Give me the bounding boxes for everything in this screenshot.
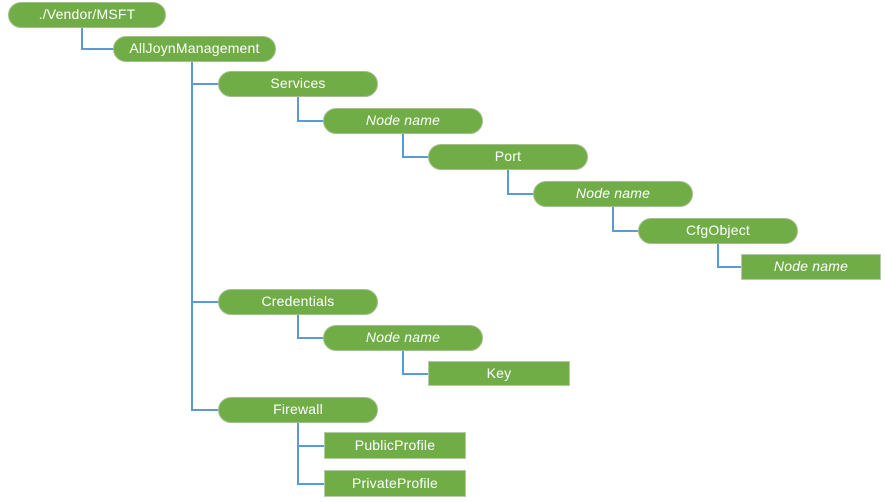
- tree-node-firewall[interactable]: Firewall: [218, 397, 378, 423]
- tree-node-cfgobject_node[interactable]: Node name: [741, 254, 881, 280]
- tree-node-label: Firewall: [273, 401, 323, 418]
- connector-services_node-to-port: [402, 133, 429, 158]
- tree-node-label: CfgObject: [685, 222, 751, 239]
- tree-node-services[interactable]: Services: [218, 71, 378, 97]
- tree-node-label: Node name: [575, 185, 651, 202]
- tree-node-label: Node name: [365, 112, 441, 129]
- connector-firewall-to-private_profile: [297, 422, 325, 485]
- tree-node-cfgobject[interactable]: CfgObject: [638, 218, 798, 244]
- tree-node-port[interactable]: Port: [428, 144, 588, 170]
- tree-node-label: PrivateProfile: [351, 474, 439, 491]
- tree-node-label: Credentials: [261, 293, 335, 310]
- tree-node-credentials[interactable]: Credentials: [218, 289, 378, 315]
- tree-node-alljoyn[interactable]: AllJoynManagement: [113, 36, 276, 62]
- tree-node-label: Node name: [773, 258, 849, 275]
- tree-node-public_profile[interactable]: PublicProfile: [324, 432, 466, 459]
- connector-services-to-services_node: [297, 96, 324, 122]
- tree-node-label: Port: [494, 148, 522, 165]
- tree-node-credentials_node[interactable]: Node name: [323, 325, 483, 351]
- tree-node-key[interactable]: Key: [428, 361, 570, 386]
- tree-node-label: AllJoynManagement: [129, 40, 260, 57]
- connector-credentials_node-to-key: [402, 350, 429, 375]
- tree-node-label: Node name: [365, 329, 441, 346]
- connector-cfgobject-to-cfgobject_node: [717, 243, 742, 268]
- connector-alljoyn-to-firewall: [191, 61, 219, 411]
- tree-node-label: Key: [486, 364, 512, 381]
- connector-alljoyn-to-credentials: [191, 61, 219, 303]
- tree-node-label: ./Vendor/MSFT: [38, 6, 136, 23]
- tree-node-label: PublicProfile: [354, 436, 436, 453]
- tree-node-private_profile[interactable]: PrivateProfile: [324, 470, 466, 497]
- connector-port_node-to-cfgobject: [612, 206, 639, 232]
- connector-alljoyn-to-services: [191, 61, 219, 85]
- connector-credentials-to-credentials_node: [297, 314, 324, 339]
- tree-node-vendor_msft[interactable]: ./Vendor/MSFT: [8, 2, 166, 28]
- connector-port-to-port_node: [507, 169, 534, 195]
- connector-firewall-to-public_profile: [297, 422, 325, 447]
- connector-vendor_msft-to-alljoyn: [81, 27, 114, 50]
- tree-node-label: Services: [270, 75, 326, 92]
- tree-node-port_node[interactable]: Node name: [533, 181, 693, 207]
- tree-node-services_node[interactable]: Node name: [323, 108, 483, 134]
